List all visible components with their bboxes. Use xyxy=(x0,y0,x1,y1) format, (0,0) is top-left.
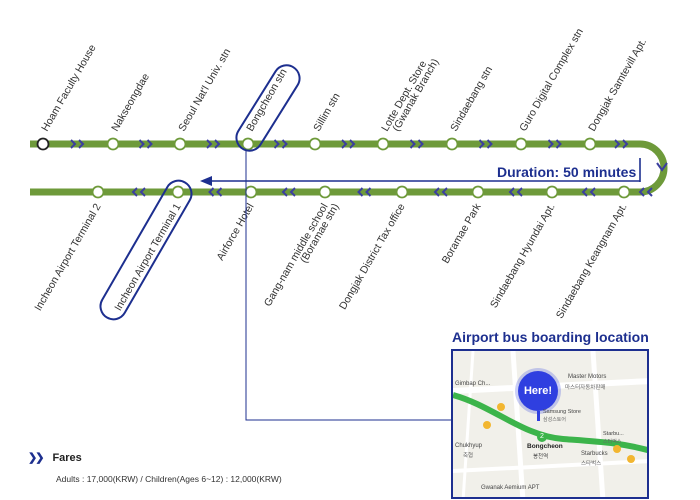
map-label-chukhyup: Chukhyup xyxy=(455,443,483,449)
stop-marker[interactable] xyxy=(471,185,485,199)
stop-label-bottom: Sindaebang Keangnam Apt. xyxy=(554,202,630,321)
forward-chevron-icon xyxy=(547,139,562,149)
stop-label-top: Dongjak Samtevill Apt. xyxy=(586,37,649,134)
stop-marker[interactable] xyxy=(445,137,459,151)
here-label: Here! xyxy=(523,385,553,397)
duration-arrowhead-icon xyxy=(200,176,212,186)
stop-label-bottom: Boramae Park xyxy=(440,201,484,266)
stop-marker[interactable] xyxy=(395,185,409,199)
stop-marker[interactable] xyxy=(244,185,258,199)
backward-chevron-icon xyxy=(433,187,448,197)
stop-marker[interactable] xyxy=(173,137,187,151)
map-label-master-motors-kr: 마스터자동차판매 xyxy=(565,385,606,391)
forward-chevron-icon xyxy=(614,139,629,149)
forward-chevron-icon xyxy=(206,139,221,149)
stop-marker[interactable] xyxy=(545,185,559,199)
map-label-starbucks-kr: 스타벅스 xyxy=(581,461,602,467)
backward-chevron-icon xyxy=(131,187,146,197)
turn-chevron-icon xyxy=(656,162,668,172)
map-label-samsung: Samsung Store xyxy=(543,409,581,415)
stop-label-bottom: Dongjak District Tax office xyxy=(337,201,408,311)
stop-label-bottom: Sindaebang Hyundai Apt. xyxy=(488,202,558,311)
map-label-apt: Gwanak Aemium APT xyxy=(481,485,540,491)
map-label-starbucks-2-kr: 스타벅스 xyxy=(603,439,622,445)
backward-chevron-icon xyxy=(508,187,523,197)
poi-marker-2 xyxy=(483,421,491,429)
backward-chevron-icon xyxy=(357,187,372,197)
highlight-incheon-t1 xyxy=(99,179,193,321)
stop-label-top: Sillim stn xyxy=(311,91,342,134)
map-label-starbucks-2: Starbu... xyxy=(603,431,624,437)
map-label-master-motors: Master Motors xyxy=(568,374,607,380)
stop-label-bottom: Incheon Airport Terminal 2 xyxy=(32,201,103,313)
stop-marker[interactable] xyxy=(308,137,322,151)
subway-line-2 xyxy=(453,392,647,454)
duration-label: Duration: 50 minutes xyxy=(497,164,636,180)
stop-marker[interactable] xyxy=(617,185,631,199)
stop-marker[interactable] xyxy=(514,137,528,151)
stop-label-top: Guro Digital Complex stn xyxy=(517,26,586,133)
stop-marker[interactable] xyxy=(376,137,390,151)
backward-chevron-icon xyxy=(281,187,296,197)
stop-label-top: Bongcheon stn xyxy=(244,67,289,134)
backward-chevron-icon xyxy=(208,187,223,197)
poi-marker-1 xyxy=(497,403,505,411)
forward-chevron-icon xyxy=(409,139,424,149)
poi-marker-3 xyxy=(613,445,621,453)
double-chevron-icon: ❯❯ xyxy=(28,452,45,464)
highlight-bongcheon xyxy=(235,64,301,152)
stop-marker[interactable] xyxy=(583,137,597,151)
line-2-badge: 2 xyxy=(537,432,547,442)
forward-chevron-icon xyxy=(273,139,288,149)
forward-chevron-icon xyxy=(138,139,153,149)
backward-chevron-icon xyxy=(581,187,596,197)
forward-chevron-icon xyxy=(341,139,356,149)
stop-label-top: Sindaebang stn xyxy=(448,64,495,133)
fares-heading: ❯❯ Fares xyxy=(28,451,82,464)
forward-chevron-icon xyxy=(70,139,85,149)
fares-text: Adults : 17,000(KRW) / Children(Ages 6~1… xyxy=(56,474,282,484)
stop-marker[interactable] xyxy=(36,137,50,151)
stop-label-top: Hoam Faculty House xyxy=(39,42,98,133)
boarding-map[interactable]: Here! Gimbap Ch... Master Motors 마스터자동차판… xyxy=(451,349,649,499)
forward-chevron-icon xyxy=(478,139,493,149)
stop-label-bottom: Airforce Hotel xyxy=(214,202,256,263)
stop-marker[interactable] xyxy=(241,137,255,151)
map-label-chukhyup-kr: 축협 xyxy=(463,453,474,459)
stop-marker[interactable] xyxy=(106,137,120,151)
stop-label-bottom: Incheon Airport Terminal 1 xyxy=(112,201,183,313)
map-label-starbucks: Starbucks xyxy=(581,451,608,457)
backward-chevron-icon xyxy=(638,187,653,197)
fares-title: Fares xyxy=(52,452,82,464)
here-marker: Here! xyxy=(518,371,558,411)
map-label-samsung-kr: 삼성스토어 xyxy=(543,417,567,423)
stop-label-top: Nakseongdae xyxy=(109,71,152,133)
stop-label-bottom: Gang-nam middle school xyxy=(262,202,331,309)
map-label-bongcheon-kr: 봉천역 xyxy=(533,454,549,460)
duration-callout: Duration: 50 minutes xyxy=(497,164,636,180)
map-title: Airport bus boarding location xyxy=(452,329,649,345)
stop-marker[interactable] xyxy=(171,185,185,199)
here-pin-icon xyxy=(537,411,540,421)
stop-marker[interactable] xyxy=(318,185,332,199)
map-label-gimbap: Gimbap Ch... xyxy=(455,381,491,387)
map-label-bongcheon: Bongcheon xyxy=(527,443,563,450)
stop-label-top: Seoul Nat'l Univ. stn xyxy=(176,46,233,133)
stop-marker[interactable] xyxy=(91,185,105,199)
poi-marker-4 xyxy=(627,455,635,463)
